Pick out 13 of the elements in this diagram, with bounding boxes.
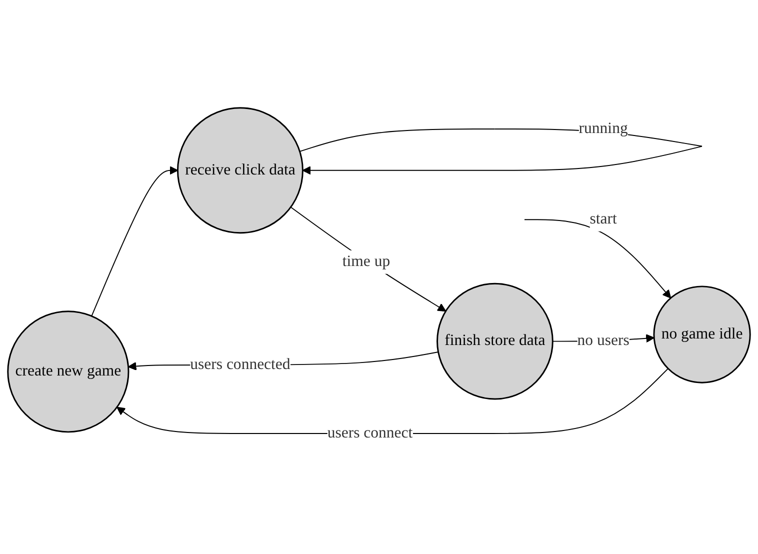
arrow: [524, 220, 672, 299]
node-circle: no game idle: [653, 286, 751, 384]
edge-label: users connected: [190, 356, 290, 374]
node-circle: finish store data: [436, 283, 554, 400]
node-circle: create new game: [7, 311, 130, 434]
edge-label: no users: [577, 332, 630, 350]
edge-label: users connect: [327, 425, 413, 442]
edge-label: running: [578, 120, 628, 138]
edge-label: time up: [342, 254, 390, 270]
arrow: [91, 166, 178, 317]
edge-label: start: [590, 211, 617, 228]
node-circle: receive click data: [176, 108, 304, 234]
arrow: [290, 207, 446, 312]
